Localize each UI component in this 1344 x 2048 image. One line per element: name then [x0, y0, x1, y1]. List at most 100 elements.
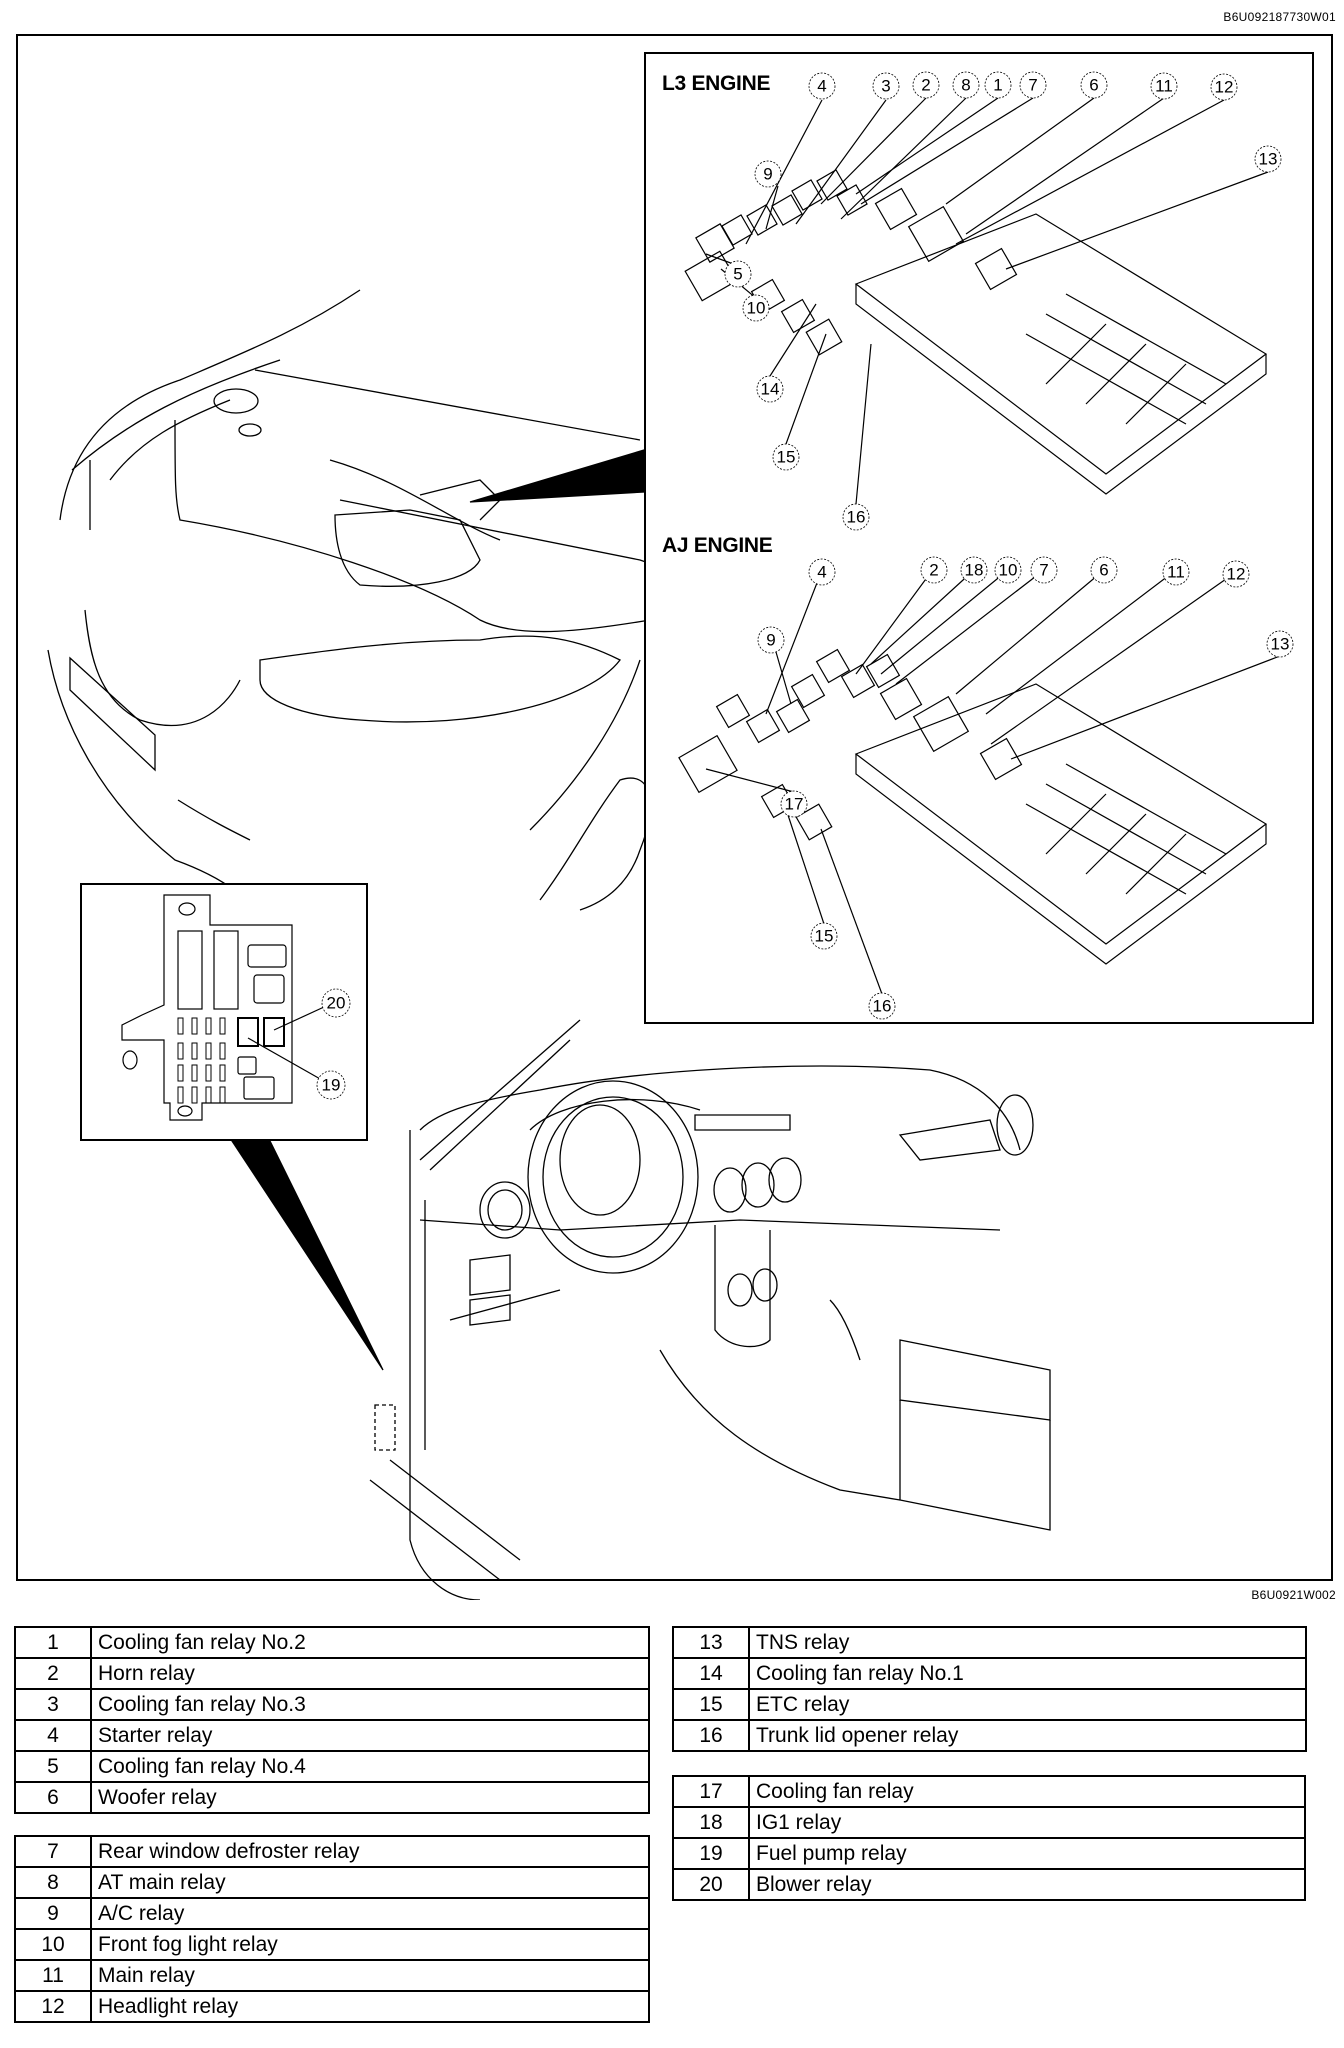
- aj-callout-16: 16: [873, 997, 892, 1016]
- aj-callout-2: 2: [929, 561, 938, 580]
- relay-number: 19: [672, 1837, 750, 1870]
- figure-code-top: B6U092187730W01: [1223, 10, 1336, 24]
- relay-number: 13: [672, 1626, 750, 1659]
- l3-callout-3: 3: [881, 77, 890, 96]
- relay-name: Headlight relay: [90, 1990, 650, 2023]
- aj-relay-block-drawing: [678, 648, 1268, 965]
- relay-name: A/C relay: [90, 1897, 650, 1930]
- relay-name: ETC relay: [748, 1688, 1307, 1721]
- aj-callout-18: 18: [965, 561, 984, 580]
- l3-callout-15: 15: [777, 448, 796, 467]
- relay-name: Front fog light relay: [90, 1928, 650, 1961]
- l3-callout-14: 14: [761, 380, 780, 399]
- relay-name: Cooling fan relay No.3: [90, 1688, 650, 1721]
- relay-name: AT main relay: [90, 1866, 650, 1899]
- relay-number: 14: [672, 1657, 750, 1690]
- l3-callout-2: 2: [921, 76, 930, 95]
- aj-callout-6: 6: [1099, 561, 1108, 580]
- l3-callout-12: 12: [1215, 78, 1234, 97]
- relay-name: Cooling fan relay No.4: [90, 1750, 650, 1783]
- relay-name: TNS relay: [748, 1626, 1307, 1659]
- relay-number: 10: [14, 1928, 92, 1961]
- relay-number: 11: [14, 1959, 92, 1992]
- relay-name: Trunk lid opener relay: [748, 1719, 1307, 1752]
- relay-number: 12: [14, 1990, 92, 2023]
- interior-fuse-panel-inset: 20 19: [80, 883, 368, 1141]
- l3-callout-10: 10: [747, 299, 766, 318]
- l3-callout-7: 7: [1028, 76, 1037, 95]
- relay-number: 3: [14, 1688, 92, 1721]
- aj-callout-13: 13: [1271, 635, 1290, 654]
- relay-name: Main relay: [90, 1959, 650, 1992]
- aj-callout-4: 4: [817, 563, 826, 582]
- aj-callout-15: 15: [815, 927, 834, 946]
- fuse-panel-drawing: 20 19: [121, 894, 351, 1121]
- aj-callout-10: 10: [999, 561, 1018, 580]
- figure-code-bottom: B6U0921W002: [1251, 1588, 1336, 1602]
- l3-engine-title: L3 ENGINE: [662, 72, 771, 95]
- diagram-frame: [16, 34, 1333, 1581]
- relay-number: 16: [672, 1719, 750, 1752]
- l3-callout-16: 16: [847, 508, 866, 527]
- relay-name: Cooling fan relay: [748, 1775, 1306, 1808]
- relay-number: 15: [672, 1688, 750, 1721]
- relay-number: 2: [14, 1657, 92, 1690]
- relay-name: Horn relay: [90, 1657, 650, 1690]
- relay-name: Woofer relay: [90, 1781, 650, 1814]
- aj-callout-12: 12: [1227, 565, 1246, 584]
- fuse-callout-19: 19: [322, 1076, 341, 1095]
- relay-name: Cooling fan relay No.1: [748, 1657, 1307, 1690]
- relay-number: 4: [14, 1719, 92, 1752]
- l3-callout-8: 8: [961, 76, 970, 95]
- relay-number: 6: [14, 1781, 92, 1814]
- l3-callout-13: 13: [1259, 150, 1278, 169]
- aj-callout-11: 11: [1167, 563, 1185, 582]
- l3-callout-9: 9: [763, 165, 772, 184]
- l3-callout-6: 6: [1089, 76, 1098, 95]
- engine-relay-box-drawing: 4 3 2 8 1 7 6 11 12 9 13 5 10 14 15 16 4…: [678, 71, 1294, 1020]
- fuse-callout-20: 20: [327, 994, 346, 1013]
- engine-relay-inset: L3 ENGINE AJ ENGINE: [644, 52, 1314, 1024]
- l3-relay-block-drawing: [684, 169, 1268, 495]
- relay-number: 8: [14, 1866, 92, 1899]
- l3-callout-4: 4: [817, 77, 826, 96]
- l3-callout-1: 1: [993, 76, 1002, 95]
- relay-name: Cooling fan relay No.2: [90, 1626, 650, 1659]
- relay-number: 9: [14, 1897, 92, 1930]
- l3-callout-5: 5: [733, 265, 742, 284]
- aj-engine-title: AJ ENGINE: [662, 534, 773, 557]
- relay-number: 20: [672, 1868, 750, 1901]
- relay-name: Fuel pump relay: [748, 1837, 1306, 1870]
- relay-number: 17: [672, 1775, 750, 1808]
- l3-callout-11: 11: [1155, 77, 1173, 96]
- relay-number: 5: [14, 1750, 92, 1783]
- relay-number: 18: [672, 1806, 750, 1839]
- relay-name: Blower relay: [748, 1868, 1306, 1901]
- aj-callout-7: 7: [1039, 561, 1048, 580]
- relay-name: IG1 relay: [748, 1806, 1306, 1839]
